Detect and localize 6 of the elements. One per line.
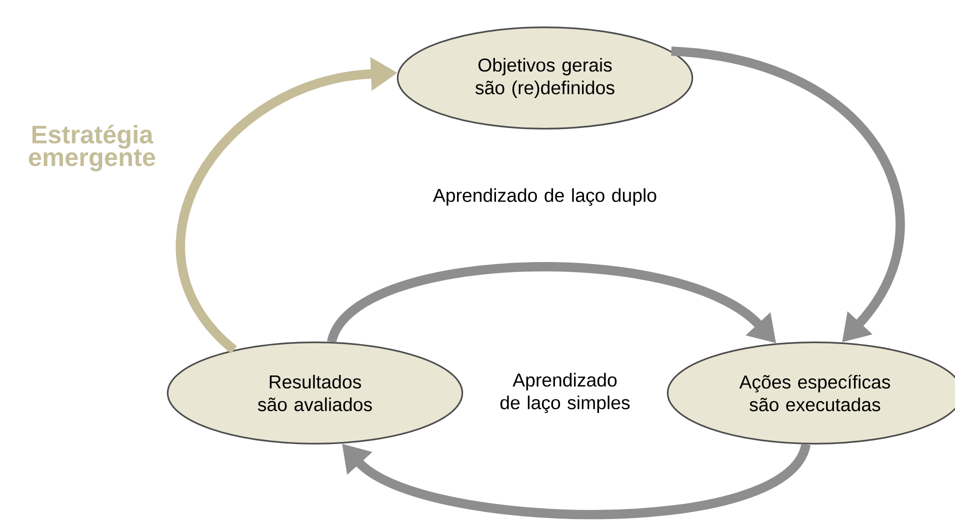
text-label: Aprendizado de laço simples (500, 372, 630, 414)
ellipse-node: Objetivos gerais são (re)definidos (396, 26, 694, 130)
ellipse-node: Ações específicas são executadas (666, 342, 955, 444)
text-label: Estratégia emergente (28, 124, 156, 172)
text-label: Aprendizado de laço duplo (432, 188, 656, 206)
ellipse-node: Resultados são avaliados (166, 342, 464, 444)
